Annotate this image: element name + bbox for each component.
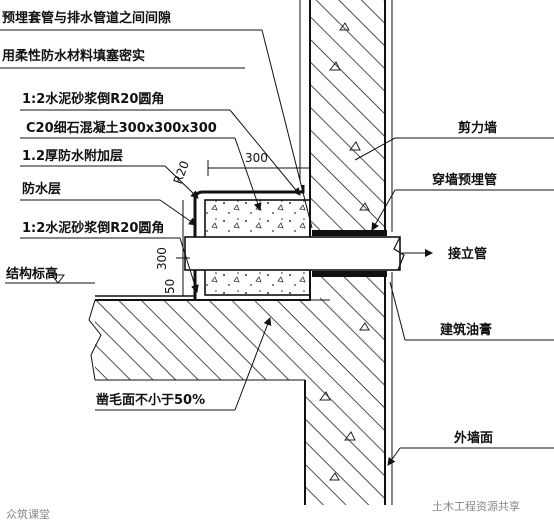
label-waterproof-additional: 1.2厚防水附加层 [22,148,123,164]
label-mortar-fillet-top: 1:2水泥砂浆倒R20圆角 [22,91,164,107]
label-exterior-wall-face: 外墙面 [453,430,493,446]
dim-top-width: 300 [245,151,268,165]
label-roughened-surface: 凿毛面不小于50% [96,392,205,408]
through-wall-pipe [184,230,405,277]
label-wall-sleeve: 穿墙预埋管 [432,172,497,188]
label-shear-wall: 剪力墙 [458,120,497,136]
annotation-labels: 预埋套管与排水管道之间间隙 用柔性防水材料填塞密实 1:2水泥砂浆倒R20圆角 … [1,10,520,521]
label-structure-elevation: 结构标高 [6,266,58,282]
label-concrete-block: C20细石混凝土300x300x300 [26,120,217,136]
dim-offset: 50 [163,279,177,294]
label-waterproof-layer: 防水层 [22,181,61,197]
label-riser: 接立管 [448,246,487,262]
label-gap-seal-2: 用柔性防水材料填塞密实 [1,48,145,64]
label-gap-seal-1: 预埋套管与排水管道之间间隙 [2,10,171,26]
label-mortar-fillet-bottom: 1:2水泥砂浆倒R20圆角 [22,220,164,236]
label-building-sealant: 建筑油膏 [440,322,492,338]
dim-height: 300 [155,247,169,270]
dim-radius: R20 [171,159,192,186]
leader-lines [0,29,554,466]
watermark-right: 土木工程资源共享 [432,499,520,513]
watermark-left: 众筑课堂 [6,507,50,521]
floor-slab [88,272,393,505]
shear-wall [299,0,393,232]
